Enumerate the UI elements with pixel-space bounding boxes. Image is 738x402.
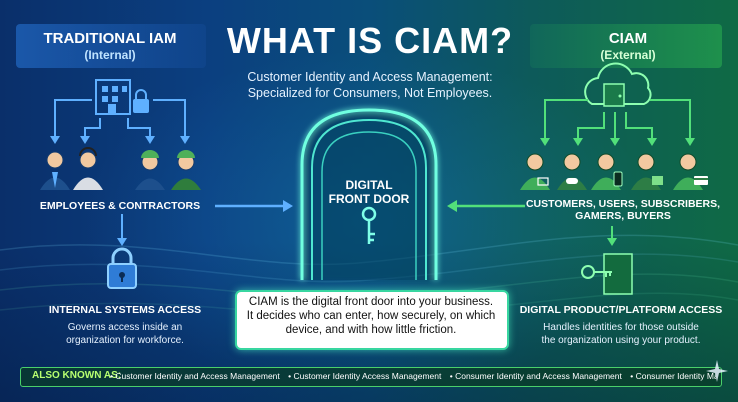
platform-access-desc-line1: Handles identities for those outside [543, 322, 699, 333]
aka-item: • Consumer Identity and Access Managemen… [449, 371, 622, 381]
customers-label-line1: CUSTOMERS, USERS, SUBSCRIBERS, [525, 198, 721, 210]
aka-item: • Consumer Identity Management [630, 371, 716, 381]
platform-access-desc-line2: the organization using your product. [541, 335, 701, 346]
aka-item: • Customer Identity and Access Managemen… [110, 371, 280, 381]
definition-line3: device, and with how little friction. [285, 324, 457, 336]
digital-platform-access-title: DIGITAL PRODUCT/PLATFORM ACCESS [519, 304, 723, 316]
also-known-as-label: ALSO KNOWN AS: [32, 370, 122, 381]
page-title: WHAT IS CIAM? [226, 20, 514, 61]
traditional-iam-title: TRADITIONAL IAM [43, 30, 177, 47]
key-icon [361, 206, 377, 244]
door-label-line2: FRONT DOOR [328, 192, 410, 206]
office-building-icon [95, 79, 149, 115]
buyer-card-icon [673, 153, 708, 190]
subscriber-package-icon [631, 153, 663, 190]
user-phone-icon [591, 153, 623, 190]
contractor-headset-icon [73, 147, 103, 190]
employee-icon [40, 151, 70, 190]
definition-line1: CIAM is the digital front door into your… [248, 296, 494, 308]
customer-shopping-icon [520, 153, 550, 190]
gamer-icon [557, 153, 587, 190]
customers-label-line2: GAMERS, BUYERS [575, 210, 671, 222]
ciam-title: CIAM [608, 30, 648, 47]
ciam-subtitle: (External) [600, 48, 656, 62]
employees-contractors-label: EMPLOYEES & CONTRACTORS [39, 200, 201, 212]
right-header-banner [530, 24, 722, 68]
internal-access-desc-line2: organization for workforce. [66, 335, 184, 346]
aka-item: • Customer Identity Access Management [288, 371, 442, 381]
door-label-line1: DIGITAL [345, 178, 393, 192]
definition-text: CIAM is the digital front door into your… [242, 295, 500, 337]
left-header-banner [16, 24, 206, 68]
page-subtitle-line2: Specialized for Consumers, Not Employees… [247, 86, 493, 100]
worker-hardhat-icon-2 [171, 150, 201, 190]
worker-hardhat-icon [135, 150, 165, 190]
internal-systems-access-title: INTERNAL SYSTEMS ACCESS [48, 304, 202, 316]
definition-line2: It decides who can enter, how securely, … [246, 310, 496, 322]
cloud-door-icon [584, 62, 652, 107]
internal-access-desc-line1: Governs access inside an [67, 322, 183, 333]
definition-callout [235, 290, 509, 350]
padlock-icon [107, 247, 137, 289]
left-connector-arrows [54, 99, 186, 138]
key-door-icon [581, 253, 633, 295]
right-connector-arrows [544, 99, 691, 140]
page-subtitle-line1: Customer Identity and Access Management: [247, 70, 493, 84]
sparkle-icon [706, 360, 728, 382]
also-known-as-bar [20, 367, 722, 387]
also-known-as-list: • Customer Identity and Access Managemen… [110, 371, 716, 381]
traditional-iam-subtitle: (Internal) [84, 48, 136, 62]
